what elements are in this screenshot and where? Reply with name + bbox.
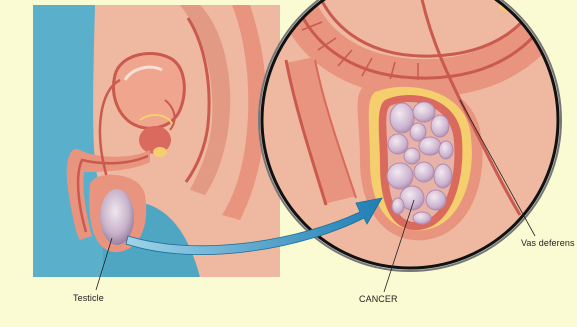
cancer-label: CANCER [359,294,398,304]
vas-deferens-label: Vas deferens [521,238,575,248]
sagittal-section [33,5,280,277]
testicle-label: Testicle [73,293,104,303]
